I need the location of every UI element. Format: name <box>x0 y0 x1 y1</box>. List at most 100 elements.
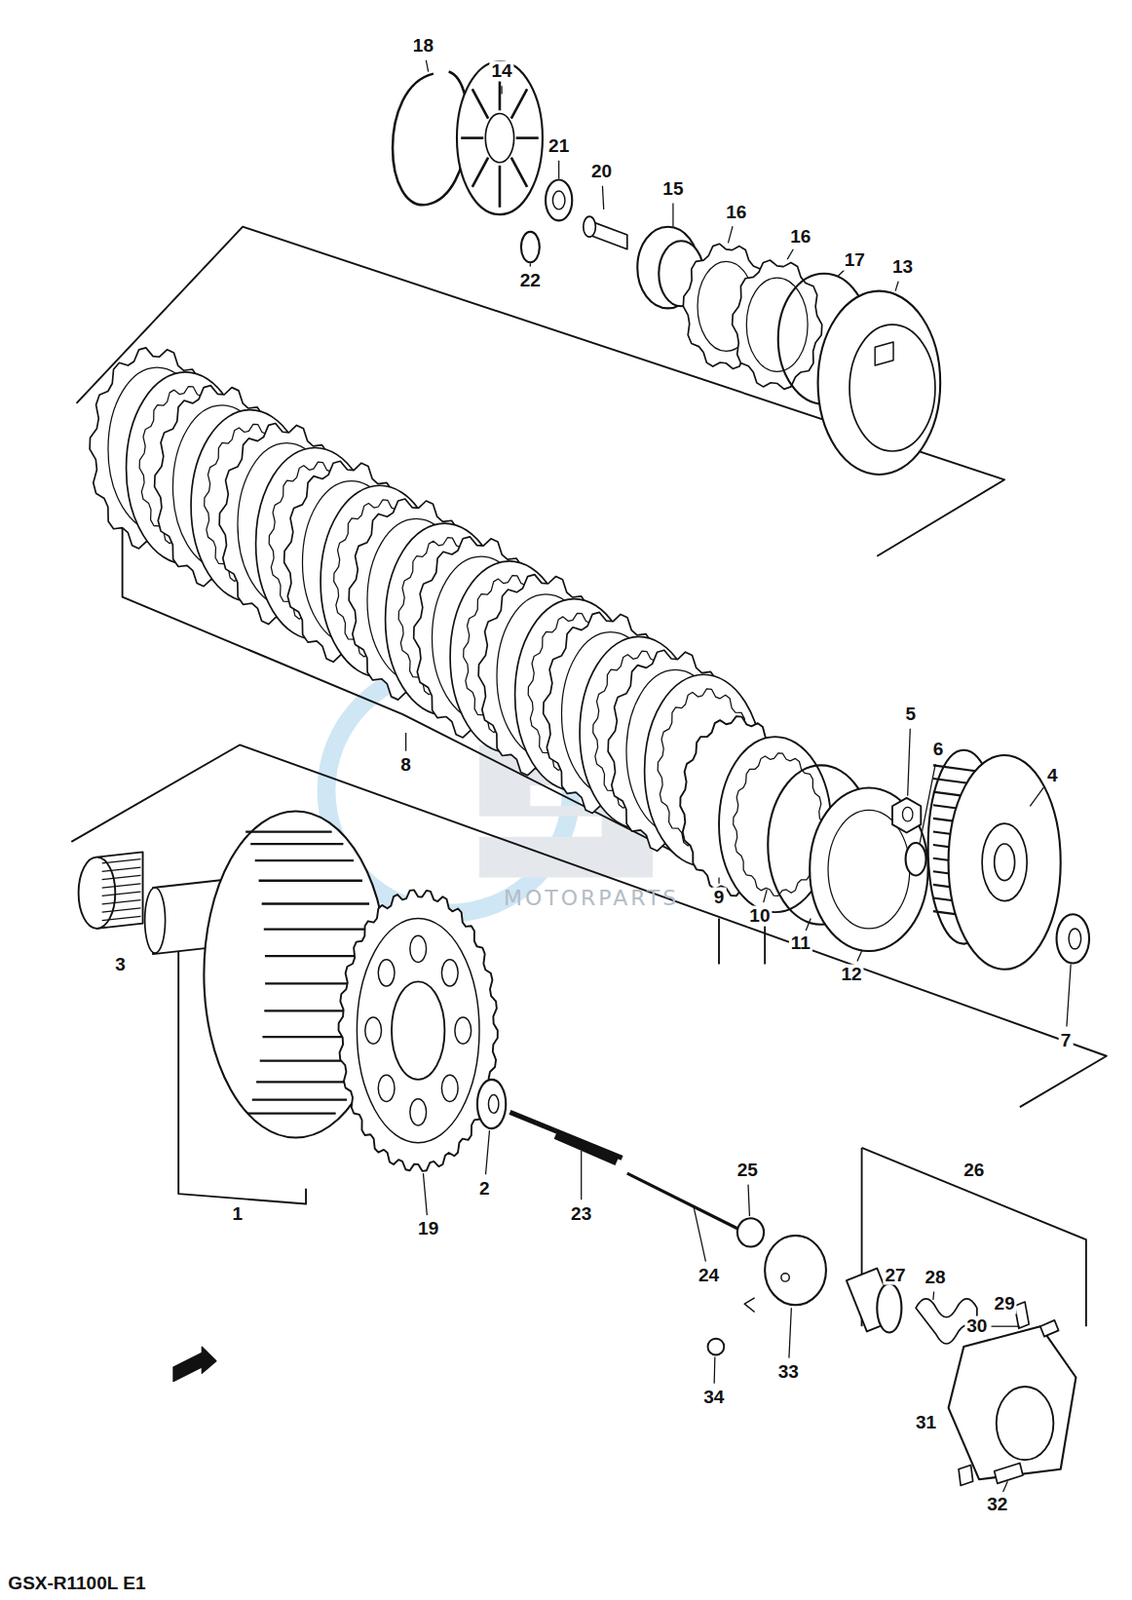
part-outline <box>905 842 927 875</box>
part-outline <box>764 1235 827 1305</box>
leader-line <box>1029 787 1044 807</box>
part-outline <box>556 1133 618 1161</box>
clutch-housing <box>78 811 507 1171</box>
leader-line <box>727 226 733 243</box>
clutch-plate-stack <box>89 347 929 951</box>
leader-line <box>789 1307 792 1358</box>
part-outline <box>78 857 116 929</box>
part-outline <box>410 935 427 962</box>
part-outline <box>1056 913 1090 963</box>
part-outline <box>627 1172 740 1230</box>
leader-line <box>838 269 845 276</box>
pressure-group <box>392 61 941 475</box>
callout-number: 16 <box>723 201 749 223</box>
leader-line <box>787 249 793 260</box>
part-outline <box>996 1386 1055 1460</box>
leader-line <box>717 877 719 884</box>
release-group <box>509 1111 1076 1485</box>
callout-number: 26 <box>961 1159 986 1180</box>
leader-line <box>907 728 911 796</box>
part-outline <box>583 216 597 237</box>
part-outline <box>545 180 572 222</box>
cap <box>1040 1320 1059 1337</box>
part-outline <box>410 1098 427 1126</box>
part-outline <box>441 1074 458 1101</box>
callout-number: 17 <box>842 249 868 270</box>
part-outline <box>391 981 445 1079</box>
leader-line <box>602 186 604 210</box>
leader-line <box>672 203 674 227</box>
callout-number: 4 <box>1045 764 1060 786</box>
part-outline <box>746 277 808 372</box>
leader-line <box>500 85 502 94</box>
callout-number: 24 <box>696 1264 721 1285</box>
callout-number: 7 <box>1058 1029 1074 1051</box>
part-outline <box>849 324 936 452</box>
callout-number: 32 <box>984 1494 1010 1515</box>
callout-number: 21 <box>546 135 571 156</box>
part-outline <box>981 823 1027 902</box>
callout-number: 1 <box>230 1203 246 1224</box>
part-outline <box>818 291 942 475</box>
callout-number: 16 <box>788 226 813 247</box>
part-outline <box>377 959 395 986</box>
callout-number: 15 <box>660 178 685 199</box>
part-outline <box>356 917 480 1142</box>
callout-number: 9 <box>712 887 727 908</box>
leader-line <box>693 1206 707 1262</box>
callout-number: 28 <box>922 1266 947 1287</box>
part-outline <box>876 1282 902 1332</box>
nut <box>892 797 921 833</box>
leader-lines <box>406 60 1072 1492</box>
leader-line <box>991 1325 1020 1327</box>
callout-number: 2 <box>477 1177 492 1199</box>
callout-number: 27 <box>883 1264 908 1285</box>
part-outline <box>488 1094 498 1114</box>
leader-line <box>422 1172 427 1215</box>
part-outline <box>902 806 912 822</box>
callout-number: 31 <box>913 1412 939 1434</box>
part-outline <box>874 341 894 366</box>
part-outline <box>552 190 566 210</box>
part-outline <box>732 260 823 389</box>
leader-line <box>558 160 560 180</box>
callout-number: 23 <box>568 1203 594 1224</box>
leader-line <box>486 1130 491 1174</box>
part-outline <box>377 1074 395 1101</box>
part-outline <box>708 1338 725 1356</box>
callout-number: 8 <box>398 754 414 776</box>
primary-gear <box>339 889 498 1171</box>
bolt <box>994 1462 1023 1483</box>
leader-line <box>529 263 531 266</box>
clutch-sleeve-hub <box>928 750 1090 970</box>
part-outline <box>948 754 1061 970</box>
leader-line <box>425 60 428 73</box>
callout-number: 13 <box>890 257 915 278</box>
leader-line <box>805 917 811 931</box>
callout-number: 6 <box>931 739 946 760</box>
part-outline <box>456 61 543 215</box>
cylinder-body <box>948 1325 1077 1479</box>
model-code: GSX-R1100L E1 <box>7 1572 146 1594</box>
part-outline <box>781 1273 790 1282</box>
leader-line <box>1066 964 1071 1027</box>
front-arrow <box>173 1346 217 1382</box>
leader-line <box>580 1150 582 1200</box>
leader-line <box>857 950 863 962</box>
leader-line <box>405 732 407 752</box>
part-outline <box>441 959 458 986</box>
callout-number: 30 <box>964 1315 989 1336</box>
callout-number: 18 <box>411 36 436 57</box>
leader-line <box>748 1184 750 1216</box>
callout-number: 34 <box>701 1387 726 1408</box>
bleeder <box>1015 1301 1030 1328</box>
callout-number: 5 <box>904 703 919 724</box>
group-bracket <box>717 917 720 964</box>
callout-number: 22 <box>518 269 543 291</box>
leader-line <box>714 1357 717 1384</box>
callout-number: 25 <box>735 1159 760 1180</box>
callout-number: 14 <box>489 61 514 82</box>
